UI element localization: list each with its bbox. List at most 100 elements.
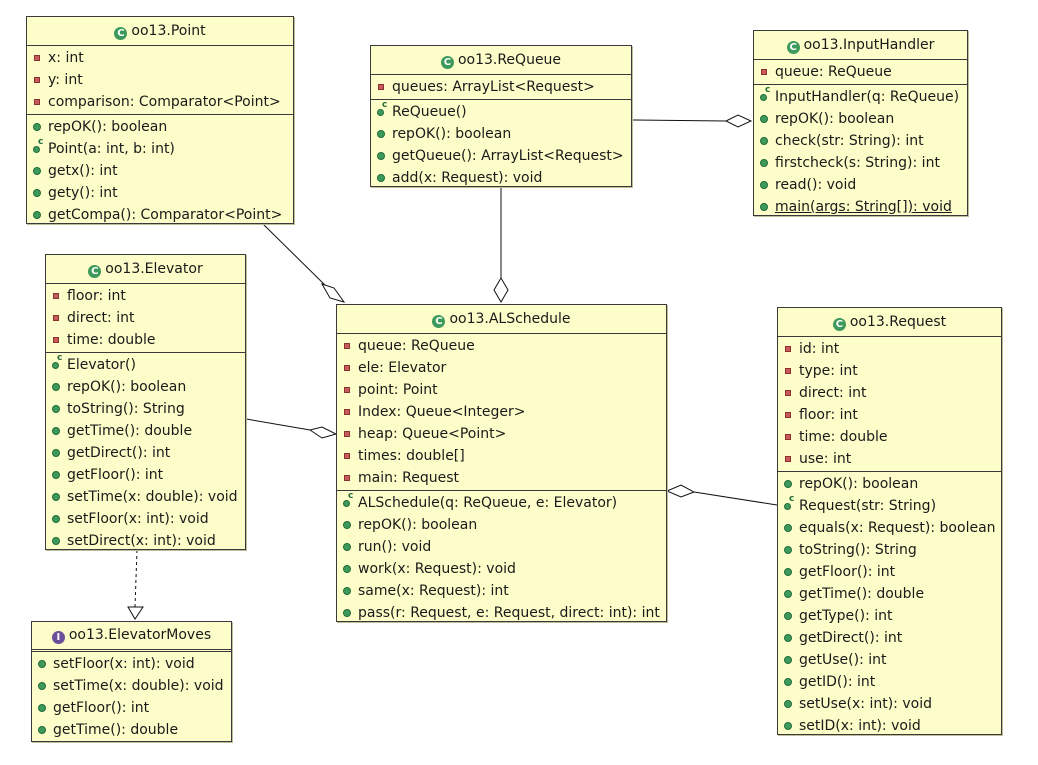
method-signature: getx(): int [48,163,118,179]
field-row[interactable]: direct: int [46,307,245,329]
realization-link [134,549,138,608]
method-row[interactable]: ALSchedule(q: ReQueue, e: Elevator) [337,492,666,514]
field-row[interactable]: point: Point [337,379,666,401]
public-method-icon [784,479,793,488]
method-row[interactable]: getUse(): int [778,649,1001,671]
method-row[interactable]: equals(x: Request): boolean [778,517,1001,539]
method-row[interactable]: firstcheck(s: String): int [754,152,967,174]
method-row[interactable]: getFloor(): int [778,561,1001,583]
method-row[interactable]: getQueue(): ArrayList<Request> [371,145,631,167]
method-row[interactable]: getType(): int [778,605,1001,627]
method-row[interactable]: run(): void [337,536,666,558]
method-row[interactable]: repOK(): boolean [778,473,1001,495]
method-row[interactable]: getFloor(): int [32,697,231,719]
method-row[interactable]: getTime(): double [46,420,245,442]
method-row[interactable]: work(x: Request): void [337,558,666,580]
method-row[interactable]: toString(): String [778,539,1001,561]
field-row[interactable]: x: int [27,47,293,69]
method-row[interactable]: Point(a: int, b: int) [27,138,293,160]
method-row[interactable]: getID(): int [778,671,1001,693]
field-row[interactable]: time: double [46,329,245,351]
field-row[interactable]: Index: Queue<Integer> [337,401,666,423]
method-signature: getUse(): int [799,652,887,668]
method-row[interactable]: getFloor(): int [46,464,245,486]
method-row[interactable]: getDirect(): int [778,627,1001,649]
field-text: time: double [67,332,156,348]
method-row[interactable]: add(x: Request): void [371,167,631,189]
method-row[interactable]: setFloor(x: int): void [32,653,231,675]
method-row[interactable]: repOK(): boolean [371,123,631,145]
method-row[interactable]: setTime(x: double): void [32,675,231,697]
method-row[interactable]: gety(): int [27,182,293,204]
field-row[interactable]: type: int [778,360,1001,382]
method-row[interactable]: repOK(): boolean [337,514,666,536]
method-row[interactable]: setUse(x: int): void [778,693,1001,715]
method-row[interactable]: getTime(): double [32,719,231,741]
field-row[interactable]: y: int [27,69,293,91]
public-method-icon [377,173,386,182]
method-row[interactable]: setFloor(x: int): void [46,508,245,530]
private-member-icon [784,454,793,463]
method-row[interactable]: getDirect(): int [46,442,245,464]
public-method-icon [784,589,793,598]
field-row[interactable]: queue: ReQueue [754,61,967,83]
field-row[interactable]: queue: ReQueue [337,335,666,357]
field-row[interactable]: direct: int [778,382,1001,404]
method-row[interactable]: read(): void [754,174,967,196]
public-method-icon [38,659,47,668]
field-row[interactable]: use: int [778,448,1001,470]
field-row[interactable]: floor: int [778,404,1001,426]
field-row[interactable]: time: double [778,426,1001,448]
class-icon: C [832,318,846,331]
method-row[interactable]: setDirect(x: int): void [46,530,245,552]
method-row[interactable]: setID(x: int): void [778,715,1001,737]
method-row[interactable]: getx(): int [27,160,293,182]
method-row[interactable]: ReQueue() [371,101,631,123]
field-row[interactable]: floor: int [46,285,245,307]
field-row[interactable]: times: double[] [337,445,666,467]
field-row[interactable]: main: Request [337,467,666,489]
method-signature: run(): void [358,539,432,555]
method-row[interactable]: repOK(): boolean [27,116,293,138]
method-row[interactable]: repOK(): boolean [754,108,967,130]
method-row[interactable]: repOK(): boolean [46,376,245,398]
field-row[interactable]: ele: Elevator [337,357,666,379]
method-row[interactable]: pass(r: Request, e: Request, direct: int… [337,602,666,624]
method-signature: toString(): String [799,542,917,558]
method-row[interactable]: Request(str: String) [778,495,1001,517]
method-row[interactable]: Elevator() [46,354,245,376]
field-row[interactable]: id: int [778,338,1001,360]
method-row[interactable]: setTime(x: double): void [46,486,245,508]
method-row[interactable]: getTime(): double [778,583,1001,605]
method-row[interactable]: same(x: Request): int [337,580,666,602]
method-signature: repOK(): boolean [392,126,512,142]
field-row[interactable]: heap: Queue<Point> [337,423,666,445]
field-row[interactable]: queues: ArrayList<Request> [371,76,631,98]
method-row[interactable]: getCompa(): Comparator<Point> [27,204,293,226]
method-row[interactable]: main(args: String[]): void [754,196,967,218]
method-row[interactable]: toString(): String [46,398,245,420]
method-signature: gety(): int [48,185,118,201]
method-row[interactable]: check(str: String): int [754,130,967,152]
public-method-icon [33,188,42,197]
field-row[interactable]: comparison: Comparator<Point> [27,91,293,113]
method-row[interactable]: InputHandler(q: ReQueue) [754,86,967,108]
public-method-icon [784,655,793,664]
